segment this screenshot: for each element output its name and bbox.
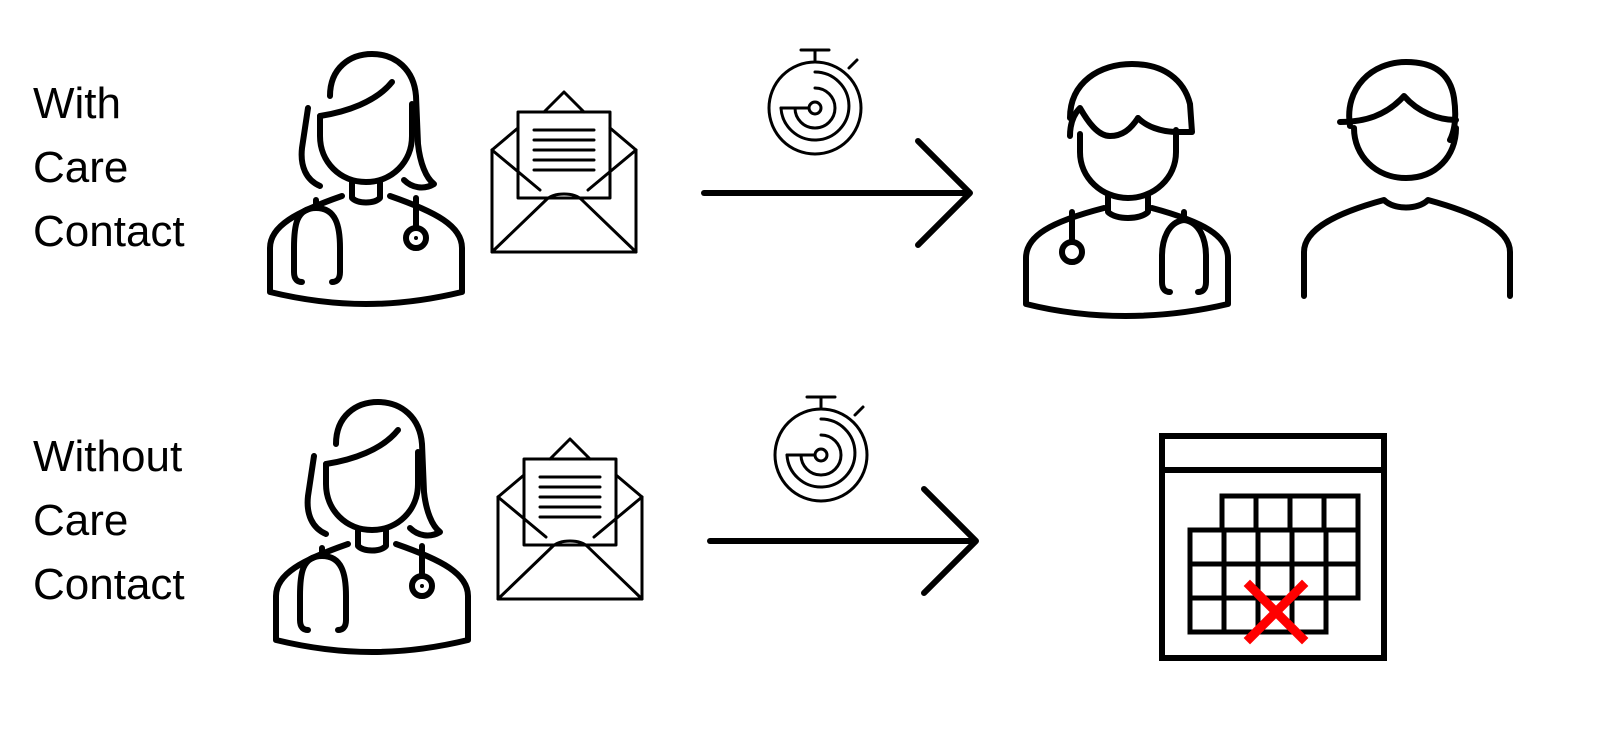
female-doctor-icon	[276, 402, 468, 652]
arrow-right-icon	[704, 141, 970, 245]
label-line: Contact	[33, 207, 185, 256]
label-line: Care	[33, 496, 129, 545]
label-line: With	[33, 79, 121, 128]
row-label-without-care-contact: Without Care Contact	[33, 425, 185, 617]
female-doctor-icon	[270, 54, 462, 304]
label-line: Without	[33, 432, 183, 481]
male-doctor-icon	[1026, 64, 1228, 316]
letter-envelope-icon	[490, 90, 638, 254]
label-line: Care	[33, 143, 129, 192]
label-line: Contact	[33, 560, 185, 609]
stopwatch-icon	[773, 395, 869, 503]
letter-envelope-icon	[496, 437, 644, 601]
arrow-right-icon	[710, 489, 976, 593]
red-x-icon	[1243, 579, 1309, 645]
calendar-icon	[1159, 433, 1387, 661]
row-label-with-care-contact: With Care Contact	[33, 72, 185, 264]
stopwatch-icon	[767, 48, 863, 156]
patient-icon	[1304, 62, 1510, 296]
